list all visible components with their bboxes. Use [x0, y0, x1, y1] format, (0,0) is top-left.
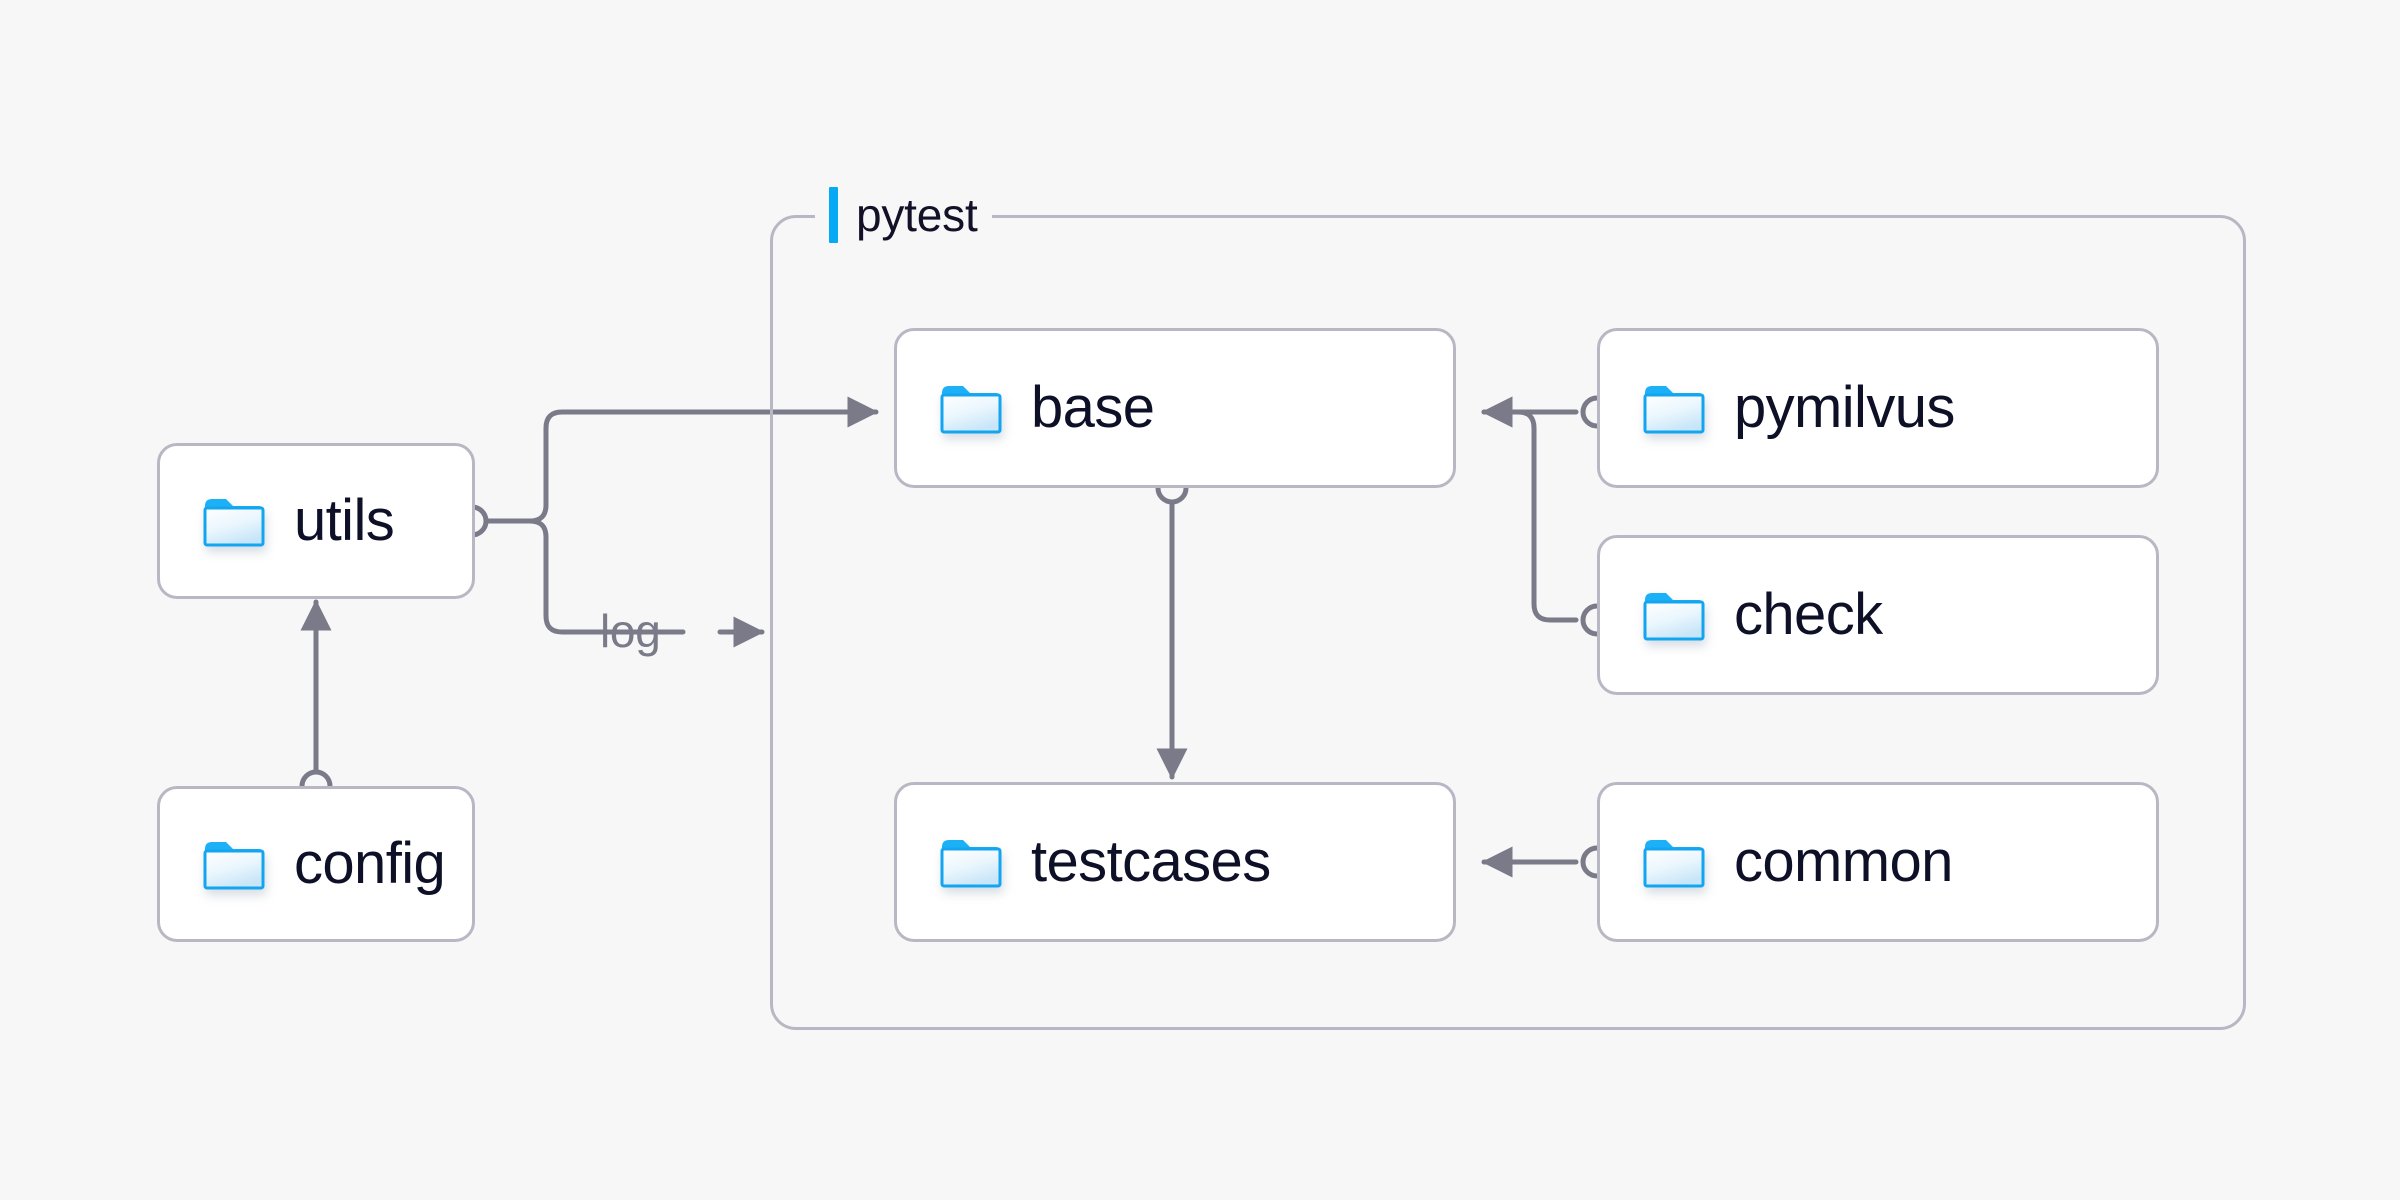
node-testcases[interactable]: testcases	[894, 782, 1456, 942]
folder-icon	[202, 494, 266, 548]
node-testcases-label: testcases	[1031, 829, 1271, 894]
folder-icon	[1642, 588, 1706, 642]
node-utils-label: utils	[294, 488, 395, 553]
node-config[interactable]: config	[157, 786, 475, 942]
node-common[interactable]: common	[1597, 782, 2159, 942]
folder-icon	[202, 837, 266, 891]
node-check-label: check	[1734, 582, 1883, 647]
node-utils[interactable]: utils	[157, 443, 475, 599]
node-config-label: config	[294, 831, 446, 896]
folder-icon	[1642, 835, 1706, 889]
node-pymilvus-label: pymilvus	[1734, 375, 1955, 440]
node-common-label: common	[1734, 829, 1953, 894]
folder-icon	[939, 381, 1003, 435]
group-pytest-title: pytest	[856, 189, 978, 241]
node-base-label: base	[1031, 375, 1155, 440]
folder-icon	[939, 835, 1003, 889]
node-pymilvus[interactable]: pymilvus	[1597, 328, 2159, 488]
node-base[interactable]: base	[894, 328, 1456, 488]
node-check[interactable]: check	[1597, 535, 2159, 695]
group-accent-bar	[829, 187, 838, 243]
group-pytest	[770, 215, 2246, 1030]
group-pytest-label: pytest	[815, 185, 992, 245]
folder-icon	[1642, 381, 1706, 435]
edge-label-log: log	[600, 605, 661, 657]
